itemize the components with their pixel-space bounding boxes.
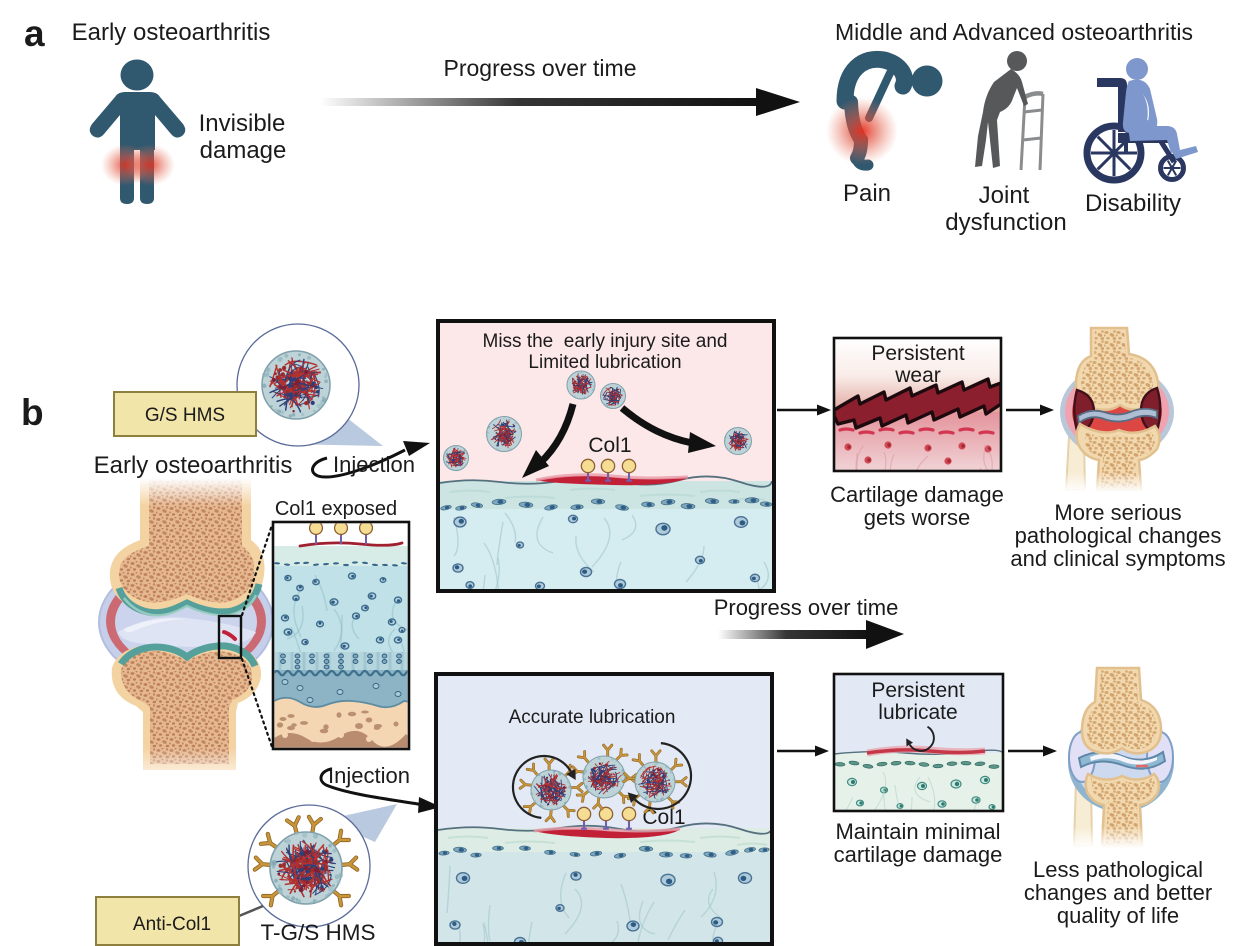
svg-text:Pain: Pain	[843, 180, 891, 207]
svg-text:pathological changes: pathological changes	[1015, 523, 1222, 548]
svg-text:Less pathological: Less pathological	[1033, 857, 1203, 882]
svg-text:changes and better: changes and better	[1024, 880, 1212, 905]
svg-text:G/S HMS: G/S HMS	[145, 405, 225, 426]
svg-text:wear: wear	[894, 364, 941, 387]
svg-text:a: a	[24, 13, 45, 54]
svg-text:Middle and Advanced osteoarthr: Middle and Advanced osteoarthritis	[835, 19, 1193, 45]
svg-text:Anti-Col1: Anti-Col1	[133, 914, 211, 935]
svg-text:Injection: Injection	[333, 452, 415, 477]
svg-text:T-G/S HMS: T-G/S HMS	[260, 920, 375, 945]
svg-text:Maintain minimal: Maintain minimal	[835, 819, 1000, 844]
svg-text:Accurate lubrication: Accurate lubrication	[509, 707, 676, 728]
svg-text:lubricate: lubricate	[878, 701, 957, 724]
svg-text:Progress over time: Progress over time	[443, 55, 636, 81]
svg-text:Miss the early injury site an: Miss the early injury site and	[483, 331, 728, 352]
svg-text:and clinical symptoms: and clinical symptoms	[1010, 546, 1225, 571]
svg-text:Limited lubrication: Limited lubrication	[528, 352, 681, 373]
svg-text:Progress over time: Progress over time	[714, 595, 899, 620]
svg-text:Persistent: Persistent	[871, 342, 965, 365]
svg-text:Invisible: Invisible	[199, 110, 286, 137]
svg-text:Col1 exposed: Col1 exposed	[275, 498, 397, 520]
svg-text:quality of life: quality of life	[1057, 903, 1179, 928]
svg-text:Disability: Disability	[1085, 190, 1181, 217]
svg-text:More serious: More serious	[1054, 500, 1181, 525]
svg-text:damage: damage	[200, 137, 287, 164]
svg-text:cartilage damage: cartilage damage	[834, 842, 1003, 867]
svg-text:Early osteoarthritis: Early osteoarthritis	[72, 19, 271, 46]
svg-text:b: b	[21, 392, 44, 433]
svg-text:Injection: Injection	[328, 763, 410, 788]
svg-text:Early osteoarthritis: Early osteoarthritis	[94, 452, 293, 479]
svg-text:gets worse: gets worse	[864, 505, 970, 530]
svg-text:Persistent: Persistent	[871, 679, 965, 702]
svg-text:Col1: Col1	[588, 434, 631, 457]
svg-text:Joint: Joint	[979, 182, 1030, 209]
svg-text:Cartilage damage: Cartilage damage	[830, 482, 1004, 507]
svg-text:dysfunction: dysfunction	[945, 209, 1066, 236]
